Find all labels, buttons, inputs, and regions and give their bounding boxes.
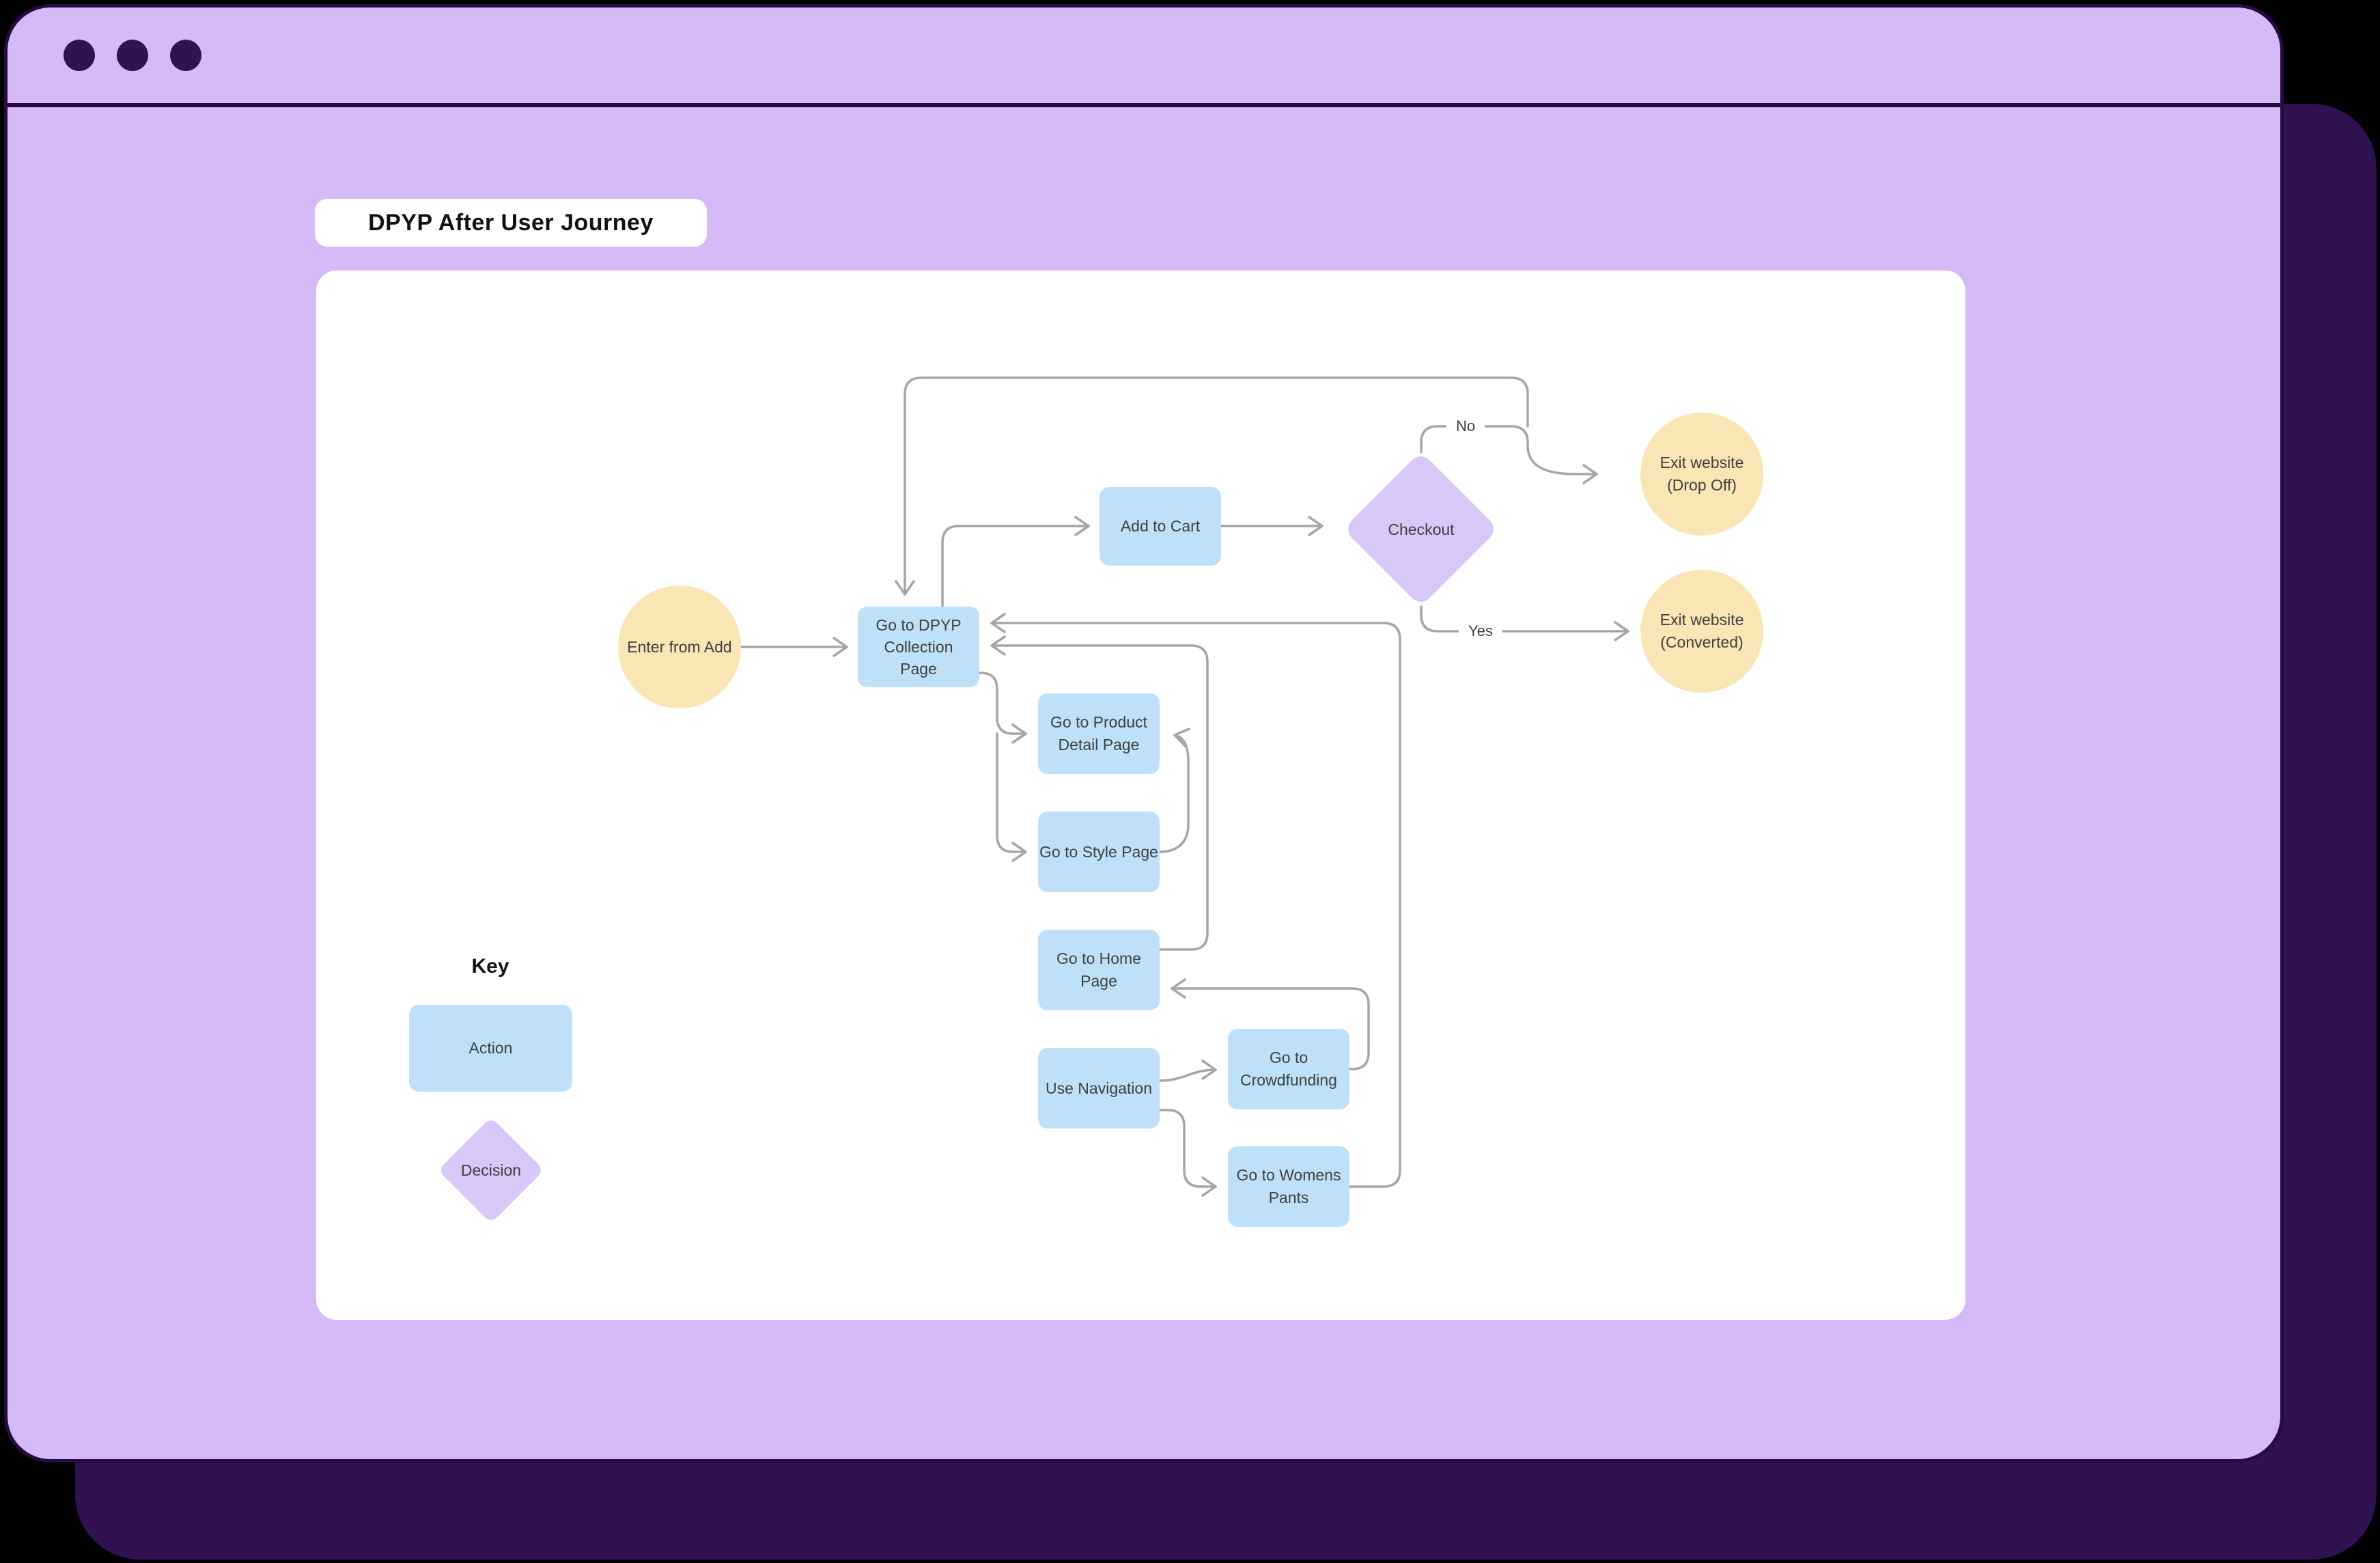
- edge-label-yes: Yes: [1459, 621, 1502, 641]
- node-go-to-womens-pants[interactable]: Go to Womens Pants: [1228, 1146, 1349, 1227]
- node-add-to-cart[interactable]: Add to Cart: [1100, 487, 1221, 566]
- window-dot-icon[interactable]: [170, 40, 201, 71]
- node-go-to-home-page[interactable]: Go to Home Page: [1038, 930, 1160, 1010]
- page-title-text: DPYP After User Journey: [368, 209, 654, 236]
- node-go-to-style-page[interactable]: Go to Style Page: [1038, 812, 1160, 892]
- node-checkout-decision[interactable]: Checkout: [1343, 451, 1500, 607]
- edge-label-no: No: [1446, 416, 1485, 437]
- node-use-navigation[interactable]: Use Navigation: [1038, 1048, 1160, 1129]
- key-heading: Key: [471, 955, 509, 978]
- page-title: DPYP After User Journey: [315, 199, 707, 247]
- node-enter-from-add[interactable]: Enter from Add: [618, 585, 741, 708]
- node-exit-website-converted[interactable]: Exit website (Converted): [1640, 570, 1763, 693]
- node-go-to-product-detail-page[interactable]: Go to Product Detail Page: [1038, 693, 1160, 774]
- window-dot-icon[interactable]: [117, 40, 148, 71]
- node-exit-website-drop-off[interactable]: Exit website (Drop Off): [1640, 413, 1763, 536]
- node-go-to-dpyp-collection-page[interactable]: Go to DPYP Collection Page: [858, 607, 979, 687]
- key-action-sample[interactable]: Action: [409, 1005, 572, 1092]
- key-decision-sample[interactable]: Decision: [438, 1117, 544, 1223]
- node-go-to-crowdfunding[interactable]: Go to Crowdfunding: [1228, 1029, 1349, 1109]
- window-dot-icon[interactable]: [64, 40, 95, 71]
- window-titlebar: [8, 8, 2280, 107]
